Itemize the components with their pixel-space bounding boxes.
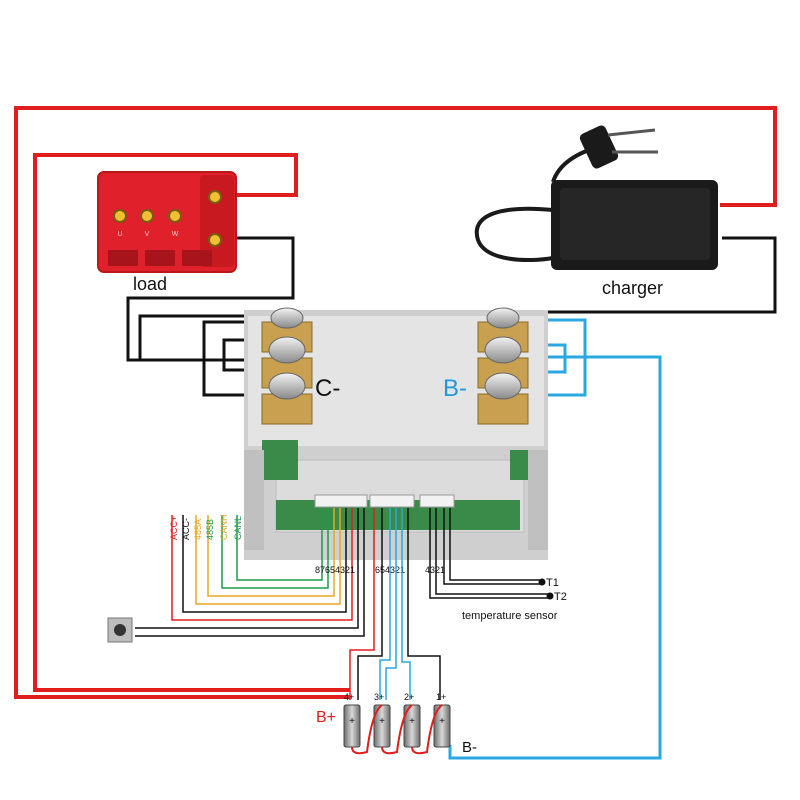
c-minus-terminals [261, 307, 313, 425]
temperature-sensor-label: temperature sensor [462, 610, 558, 622]
c-minus-link-2 [202, 320, 280, 397]
connector1-pin-numbers: 87654321 [315, 565, 355, 575]
acc-plus-label: ACC+ [169, 516, 179, 540]
rs485b-label: 485B [205, 519, 215, 540]
rs485a-label: 485A [193, 519, 203, 540]
b-minus-terminals [477, 307, 529, 425]
canh-label: CANH [219, 514, 229, 540]
b-plus-label: B+ [316, 709, 336, 726]
charger-negative-wire [508, 236, 777, 314]
charger-unit [474, 125, 718, 270]
cell3-label: 3+ [374, 692, 384, 702]
cell1-label: 1+ [436, 692, 446, 702]
charger-label: charger [602, 278, 663, 298]
c-minus-label: C- [315, 375, 340, 402]
t2-label: T2 [554, 591, 567, 603]
b-minus-cell-label: B- [462, 739, 477, 756]
cell2-label: 2+ [404, 692, 414, 702]
canl-label: CANL [233, 516, 243, 540]
b-minus-terminal-label: B- [443, 375, 467, 402]
temperature-wires [429, 508, 554, 600]
push-button [107, 617, 133, 643]
svg-text:+: + [349, 716, 355, 727]
svg-text:+: + [379, 716, 385, 727]
c-minus-link-1 [138, 314, 286, 360]
load-controller: U V W [97, 171, 237, 273]
load-label: load [133, 274, 167, 294]
motor-v-label: V [145, 231, 150, 238]
load-negative-wire [126, 236, 295, 362]
board-connectors [314, 494, 455, 508]
balance-wires [349, 508, 441, 700]
motor-w-label: W [172, 231, 179, 238]
load-positive-wire [33, 153, 350, 692]
connector3-pin-numbers: 4321 [425, 565, 445, 575]
b-minus-main-wire [448, 355, 662, 760]
battery-cells: + + + + [343, 704, 451, 755]
motor-u-label: U [117, 231, 122, 238]
svg-text:+: + [409, 716, 415, 727]
cell4-label: 4+ [344, 692, 354, 702]
svg-text:+: + [439, 716, 445, 727]
t1-label: T1 [546, 577, 559, 589]
comm-wires [135, 508, 365, 637]
acc-minus-label: ACC- [181, 518, 191, 540]
charger-positive-wire [14, 106, 777, 699]
